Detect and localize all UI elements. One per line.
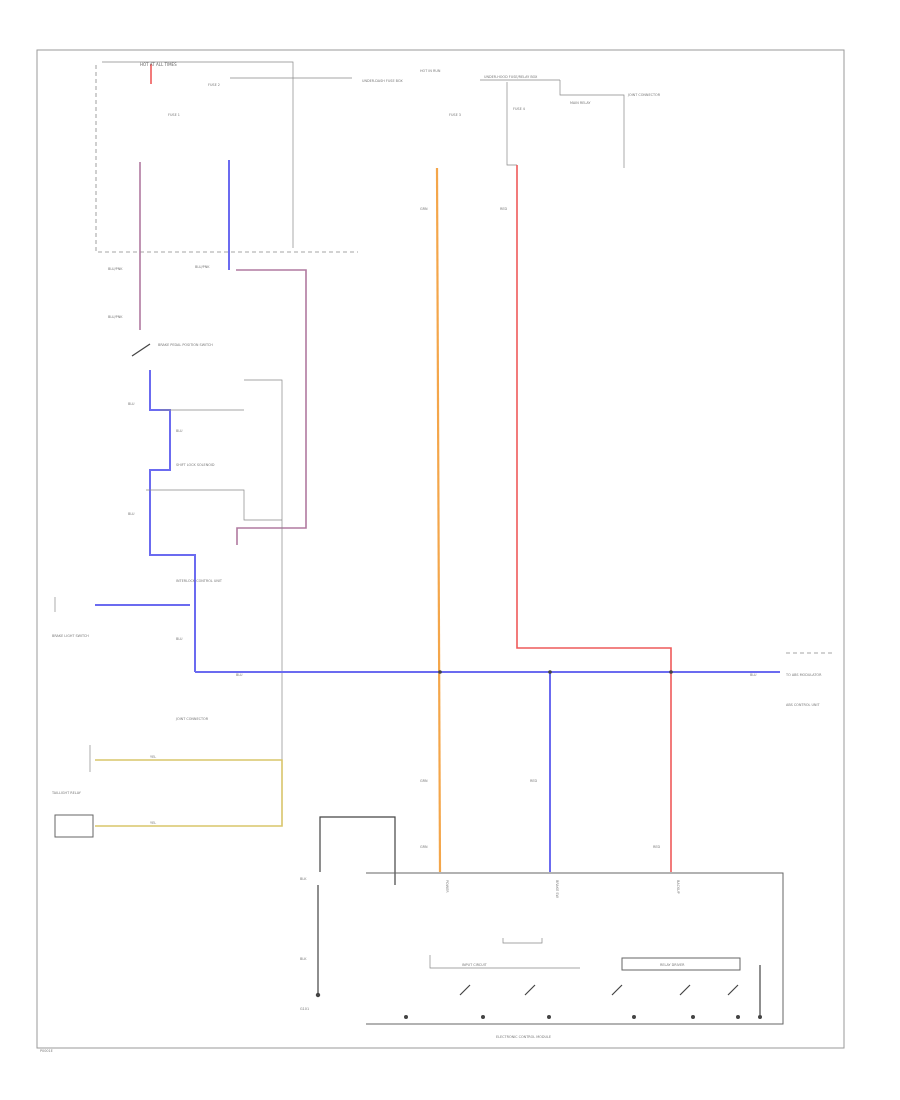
ecm-input-bracket bbox=[502, 938, 543, 944]
main-relay-label: MAIN RELAY bbox=[570, 101, 591, 105]
bus-junction-3 bbox=[669, 670, 673, 674]
fuse-box-inner bbox=[102, 61, 294, 248]
bus-junction-2 bbox=[548, 670, 552, 674]
fuse-box-side-label: UNDER-DASH FUSE BOX bbox=[362, 79, 403, 83]
pink-wire-right bbox=[236, 269, 307, 545]
joint-connector-2: JOINT CONNECTOR bbox=[175, 717, 209, 721]
red-3-label: RED bbox=[653, 845, 660, 849]
relay-driver-label: RELAY DRIVER bbox=[660, 963, 685, 967]
black-wire bbox=[319, 816, 396, 885]
pin-b-label: BRAKE SW bbox=[555, 880, 559, 898]
tail-box-label: TAILLIGHT RELAY bbox=[51, 791, 82, 795]
ecm-input-line bbox=[429, 955, 580, 969]
fuse-box-title: HOT AT ALL TIMES bbox=[140, 62, 177, 67]
blk-label-1: BLK bbox=[300, 877, 307, 881]
relay-driver-box bbox=[621, 957, 741, 971]
brake-switch-contact bbox=[131, 343, 151, 357]
red-2-label: RED bbox=[530, 779, 537, 783]
relay-box-right bbox=[559, 80, 625, 168]
interlock-label: INTERLOCK CONTROL UNIT bbox=[176, 579, 223, 583]
fuse-center-a: FUSE 3 bbox=[449, 113, 461, 117]
red-wire bbox=[516, 165, 672, 872]
fuse-center-b: FUSE 4 bbox=[513, 107, 525, 111]
grn-2-label: GRN bbox=[420, 779, 428, 783]
joint-conn-top: JOINT CONNECTOR bbox=[627, 93, 661, 97]
interlock-box-1 bbox=[160, 379, 283, 760]
sensor-left-label: BRAKE LIGHT SWITCH bbox=[52, 634, 89, 638]
diagram-frame bbox=[36, 49, 845, 1049]
brake-switch-label: BRAKE PEDAL POSITION SWITCH bbox=[158, 343, 213, 347]
wire-blu-pnk-3: BLU/PNK bbox=[108, 315, 123, 319]
pin-c-label: BACKUP bbox=[676, 880, 680, 894]
ecm-contacts bbox=[459, 984, 739, 996]
ground-symbol bbox=[315, 992, 321, 998]
blu-label-4: BLU bbox=[176, 637, 183, 641]
yel-label-2: YEL bbox=[150, 821, 156, 825]
ecm-input-label: INPUT CIRCUIT bbox=[462, 963, 488, 967]
to-abs-label: TO ABS MODULATOR bbox=[785, 673, 822, 677]
blu-label-2: BLU bbox=[176, 429, 183, 433]
hot-run-label: HOT IN RUN bbox=[420, 69, 441, 73]
shift-lock-label: SHIFT LOCK SOLENOID bbox=[176, 463, 215, 467]
yellow-wire-1 bbox=[95, 759, 283, 827]
orange-wire bbox=[435, 167, 442, 873]
page-ref: P0001E bbox=[40, 1049, 53, 1053]
ecm-terminals bbox=[404, 1015, 762, 1019]
fuse-box-outline bbox=[95, 65, 358, 253]
wire-blu-pnk-2: BLU/PNK bbox=[195, 265, 210, 269]
blu-label-6: BLU bbox=[750, 673, 757, 677]
wire-blu-pnk-1: BLU/PNK bbox=[108, 267, 123, 271]
blk-label-2: BLK bbox=[300, 957, 307, 961]
bus-junction-1 bbox=[438, 670, 442, 674]
blue-wire-main bbox=[149, 370, 196, 672]
yel-label-1: YEL bbox=[150, 755, 156, 759]
blu-label-1: BLU bbox=[128, 402, 135, 406]
fuse-left-label: FUSE 1 bbox=[168, 113, 180, 117]
blu-label-5: BLU bbox=[236, 673, 243, 677]
blu-label-3: BLU bbox=[128, 512, 135, 516]
ground-label: G101 bbox=[300, 1007, 309, 1011]
orange-wire-label-top: GRN bbox=[420, 207, 428, 211]
abs-ref-label: ABS CONTROL UNIT bbox=[786, 703, 820, 707]
ecm-box bbox=[366, 872, 784, 1025]
fuse-right-label: FUSE 2 bbox=[208, 83, 220, 87]
bottom-label: ELECTRONIC CONTROL MODULE bbox=[496, 1035, 551, 1039]
red-wire-label-top: RED bbox=[500, 207, 507, 211]
fuse-relay-box-label: UNDER-HOOD FUSE/RELAY BOX bbox=[484, 75, 538, 79]
fuse-relay-box-drop bbox=[506, 82, 517, 166]
grn-3-label: GRN bbox=[420, 845, 428, 849]
pin-a-label: POWER bbox=[445, 880, 449, 893]
interlock-box-2 bbox=[146, 489, 282, 521]
taillight-relay-box bbox=[54, 814, 94, 838]
